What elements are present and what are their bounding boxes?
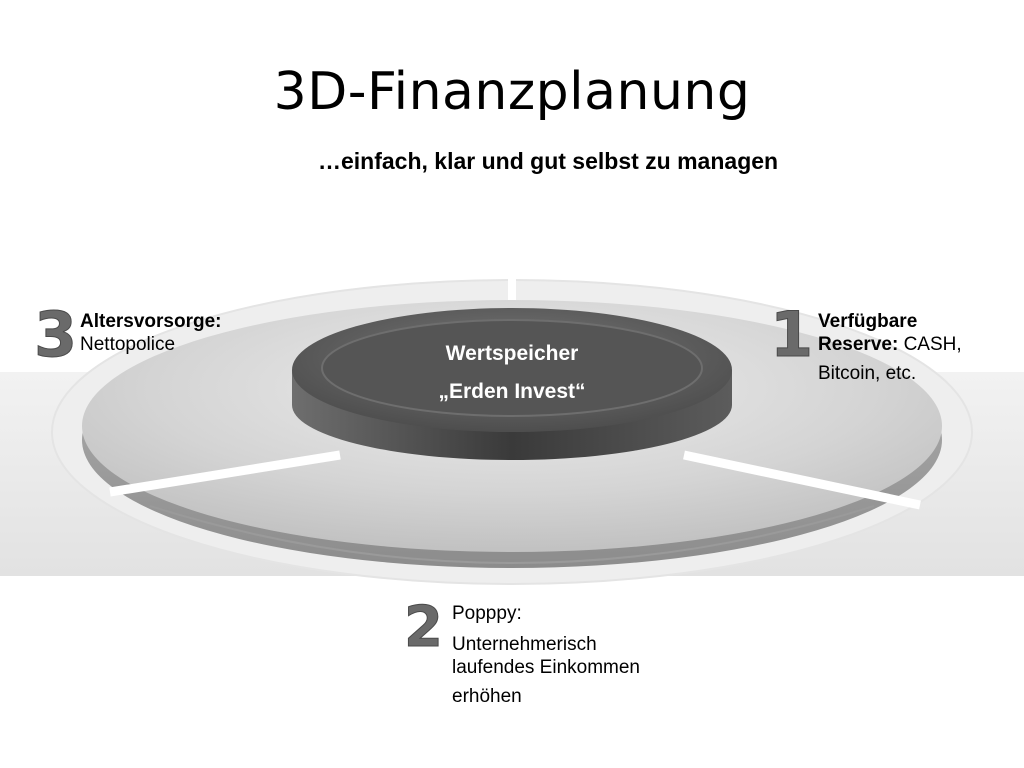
segment-3-number: 3 bbox=[34, 298, 77, 371]
segment-1-label-bold-1: Verfügbare bbox=[818, 311, 918, 332]
hub-title: Wertspeicher bbox=[445, 342, 579, 365]
slide-title: 3D-Finanzplanung bbox=[273, 62, 751, 122]
segment-gap-right bbox=[683, 450, 921, 510]
segment-2-label: Popppy: Unternehmerisch laufendes Einkom… bbox=[452, 602, 640, 708]
hub-subtitle: „Erden Invest“ bbox=[438, 380, 586, 403]
hub-inner bbox=[321, 319, 703, 417]
segment-2-number: 2 bbox=[404, 595, 443, 660]
segment-1-number: 1 bbox=[770, 298, 813, 371]
segment-3-label-text: Nettopolice bbox=[80, 334, 176, 355]
segment-2-label-line1: Popppy: bbox=[452, 603, 522, 624]
segment-1-label-line3: Bitcoin, etc. bbox=[818, 363, 917, 384]
segment-3-label-bold: Altersvorsorge: bbox=[80, 311, 222, 332]
segment-2-label-line4: erhöhen bbox=[452, 686, 522, 707]
slide-subtitle: …einfach, klar und gut selbst zu managen bbox=[318, 148, 779, 174]
segment-1-label: Verfügbare Reserve: CASH, Bitcoin, etc. bbox=[818, 310, 962, 385]
segment-gap-left bbox=[109, 450, 341, 497]
segment-3-label: Altersvorsorge: Nettopolice bbox=[80, 310, 222, 356]
segment-2-label-line2: Unternehmerisch bbox=[452, 634, 597, 655]
segment-2-label-line3: laufendes Einkommen bbox=[452, 657, 640, 678]
segment-2-edge bbox=[149, 505, 875, 564]
segment-1-label-text: CASH, bbox=[903, 334, 962, 355]
segment-1-label-bold-2: Reserve: bbox=[818, 334, 899, 355]
